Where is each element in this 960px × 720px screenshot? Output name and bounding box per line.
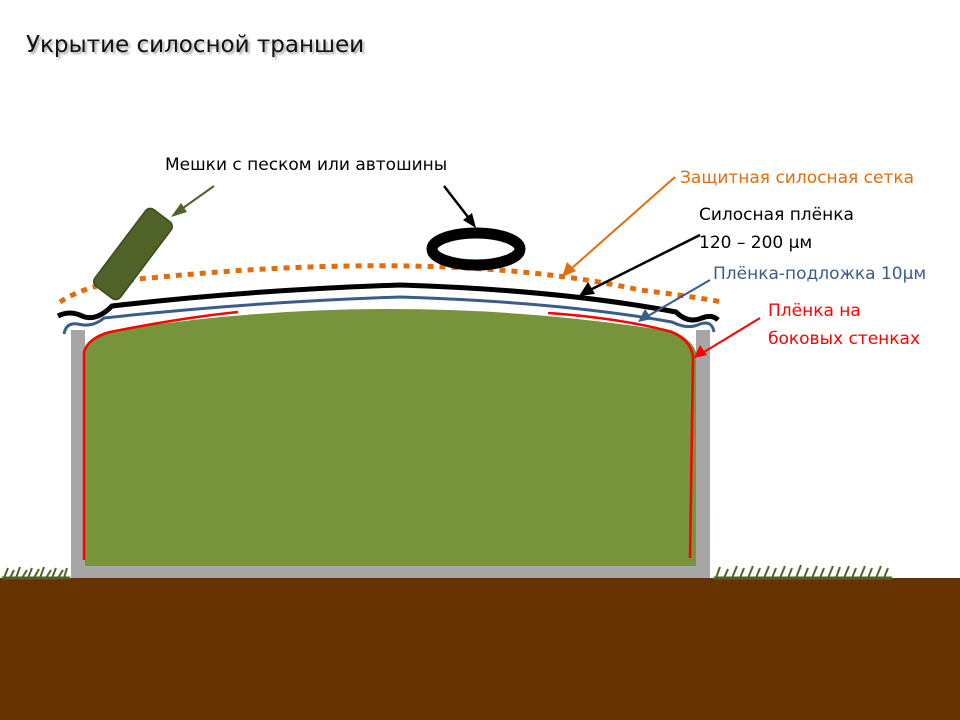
leader-film	[579, 233, 701, 296]
soil-ground	[0, 578, 960, 720]
leader-sandbag	[171, 185, 215, 217]
silage-film-label: Силосная плёнка	[699, 205, 854, 225]
underlay-film-label: Плёнка-подложка 10µм	[713, 264, 927, 284]
side-film-label-line2: боковых стенках	[768, 329, 921, 349]
underlay-film	[62, 295, 716, 335]
grass-right	[714, 564, 892, 580]
side-film-left	[82, 310, 239, 560]
protective-net-label: Защитная силосная сетка	[680, 168, 915, 188]
silage-film-thickness-label: 120 – 200 µм	[699, 233, 813, 253]
tire-icon	[426, 227, 526, 271]
left-wall	[71, 330, 85, 578]
sandbags-tires-label: Мешки с песком или автошины	[165, 155, 448, 175]
side-film-right	[547, 311, 695, 559]
protective-net	[58, 263, 723, 305]
leader-tire	[443, 185, 476, 228]
side-film-label: Плёнка на	[768, 301, 861, 321]
leader-side-film	[694, 317, 761, 358]
leader-net	[562, 176, 676, 277]
page-title: Укрытие силосной траншеи	[26, 32, 365, 58]
right-wall	[696, 330, 710, 578]
silage-mass	[85, 309, 696, 566]
leader-underlay	[638, 279, 711, 322]
trench-floor	[71, 566, 710, 578]
silage-film	[56, 282, 720, 323]
grass-left	[2, 566, 70, 580]
sandbag-icon	[92, 207, 174, 301]
